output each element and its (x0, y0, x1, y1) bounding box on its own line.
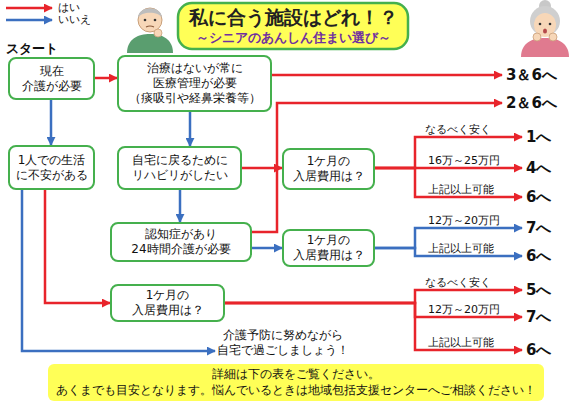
node-text: 1人での生活 に不安がある (10, 153, 93, 183)
node-text: 1ケ月の 入居費用は？ (284, 233, 373, 263)
flow-arrow (252, 103, 502, 232)
edge-label: 上記以上可能 (428, 242, 494, 255)
end-message: 介護予防に努めながら 自宅で過ごしましょう！ (215, 326, 350, 360)
question-box: 自宅に戻るために リハビリがしたい (117, 146, 242, 190)
flow-arrow (225, 303, 522, 350)
node-text: 3＆6へ (506, 66, 582, 85)
question-box: 治療はないが常に 医療管理が必要 （痰吸引や経鼻栄養等） (117, 55, 272, 112)
flow-arrow (189, 112, 192, 146)
woman-hair (530, 6, 560, 36)
note-band: 詳細は下の表をご覧ください。あくまでも目安となります。悩んでいるときは地域包括支… (48, 364, 544, 401)
node-text: 7へ (526, 308, 580, 327)
result-text: 6へ (522, 339, 580, 361)
title-band (178, 3, 408, 49)
node-text: 1へ (526, 128, 580, 147)
edge-label: 12万～20万円 (428, 303, 500, 316)
node-text: 6へ (526, 247, 580, 266)
page-title: 私に合う施設はどれ！？ (178, 5, 408, 29)
result-text: 4へ (522, 157, 580, 179)
man-hand (154, 29, 162, 37)
question-box: 1ケ月の 入居費用は？ (282, 229, 375, 267)
flow-arrow (179, 190, 182, 222)
node-text: あくまでも目安となります。悩んでいるときは地域包括支援センターへご相談ください！ (48, 383, 544, 399)
question-box: 1ケ月の 入居費用は？ (282, 148, 375, 190)
woman-hand (533, 33, 541, 41)
node-text: 詳細は下の表をご覧ください。 (48, 367, 544, 383)
edge-label: 上記以上可能 (428, 336, 494, 349)
woman-hand (549, 33, 557, 41)
edge-label: 16万～25万円 (428, 154, 500, 167)
node-text: 介護予防に努めながら 自宅で過ごしましょう！ (215, 328, 350, 358)
flow-arrow (22, 190, 215, 351)
result-text: 6へ (522, 245, 580, 267)
node-text: 認知症があり 24時間介護が必要 (112, 227, 250, 257)
node-text: 治療はないが常に 医療管理が必要 （痰吸引や経鼻栄養等） (119, 61, 270, 106)
node-text: 5へ (526, 281, 580, 300)
result-text: 1へ (522, 126, 580, 148)
flow-arrow (225, 303, 522, 317)
node-text: 6へ (526, 188, 580, 207)
legend-item: いいえ (58, 13, 91, 26)
node-text: 自宅に戻るために リハビリがしたい (119, 153, 240, 183)
flow-arrow (272, 74, 502, 77)
node-text: 4へ (526, 159, 580, 178)
man-eye (144, 19, 147, 22)
node-text: 7へ (526, 219, 580, 238)
result-text: 7へ (522, 217, 580, 239)
node-text: 1ケ月の 入居費用は？ (112, 288, 223, 318)
legend-item: はい (58, 1, 80, 14)
flow-arrow (375, 137, 522, 168)
result-text: 5へ (522, 279, 580, 301)
node-text: 1ケ月の 入居費用は？ (284, 154, 373, 184)
man-hair (138, 8, 162, 18)
question-box: 認知症があり 24時間介護が必要 (110, 222, 252, 262)
woman-eye (549, 23, 552, 26)
woman-eye (539, 23, 542, 26)
edge-label: なるべく安く (425, 276, 491, 289)
result-text: 2＆6へ (502, 92, 582, 114)
result-text: 3＆6へ (502, 64, 582, 86)
man-body (127, 34, 173, 53)
man-mouth (146, 26, 154, 27)
flow-arrow (252, 247, 282, 250)
flow-arrow (95, 77, 117, 80)
flow-arrow (225, 290, 522, 303)
flow-arrow (50, 100, 53, 145)
flow-arrow (375, 168, 522, 197)
legend-text: いいえ (58, 13, 91, 26)
result-text: 7へ (522, 306, 580, 328)
question-box: 1人での生活 に不安がある (8, 145, 95, 190)
legend-text: はい (58, 1, 80, 14)
flow-arrow (45, 190, 110, 303)
edge-label: なるべく安く (425, 123, 491, 136)
question-box: 1ケ月の 入居費用は？ (110, 284, 225, 322)
edge-label: 12万～20万円 (428, 214, 500, 227)
woman-mouth (543, 29, 547, 34)
man-head (138, 8, 162, 32)
node-text: 6へ (526, 341, 580, 360)
man-eye (154, 19, 157, 22)
legend-arrow (6, 7, 52, 10)
subtitle: ～シニアのあんしん住まい選び～ (178, 30, 408, 46)
edge-label: 上記以上可能 (428, 183, 494, 196)
woman-body (521, 38, 569, 57)
node-text: 現在 介護が必要 (10, 64, 93, 94)
question-box: 現在 介護が必要 (8, 57, 95, 100)
legend-arrow (6, 19, 52, 22)
node-text: 2＆6へ (506, 94, 582, 113)
result-text: 6へ (522, 186, 580, 208)
start-label: スタート (6, 41, 76, 57)
